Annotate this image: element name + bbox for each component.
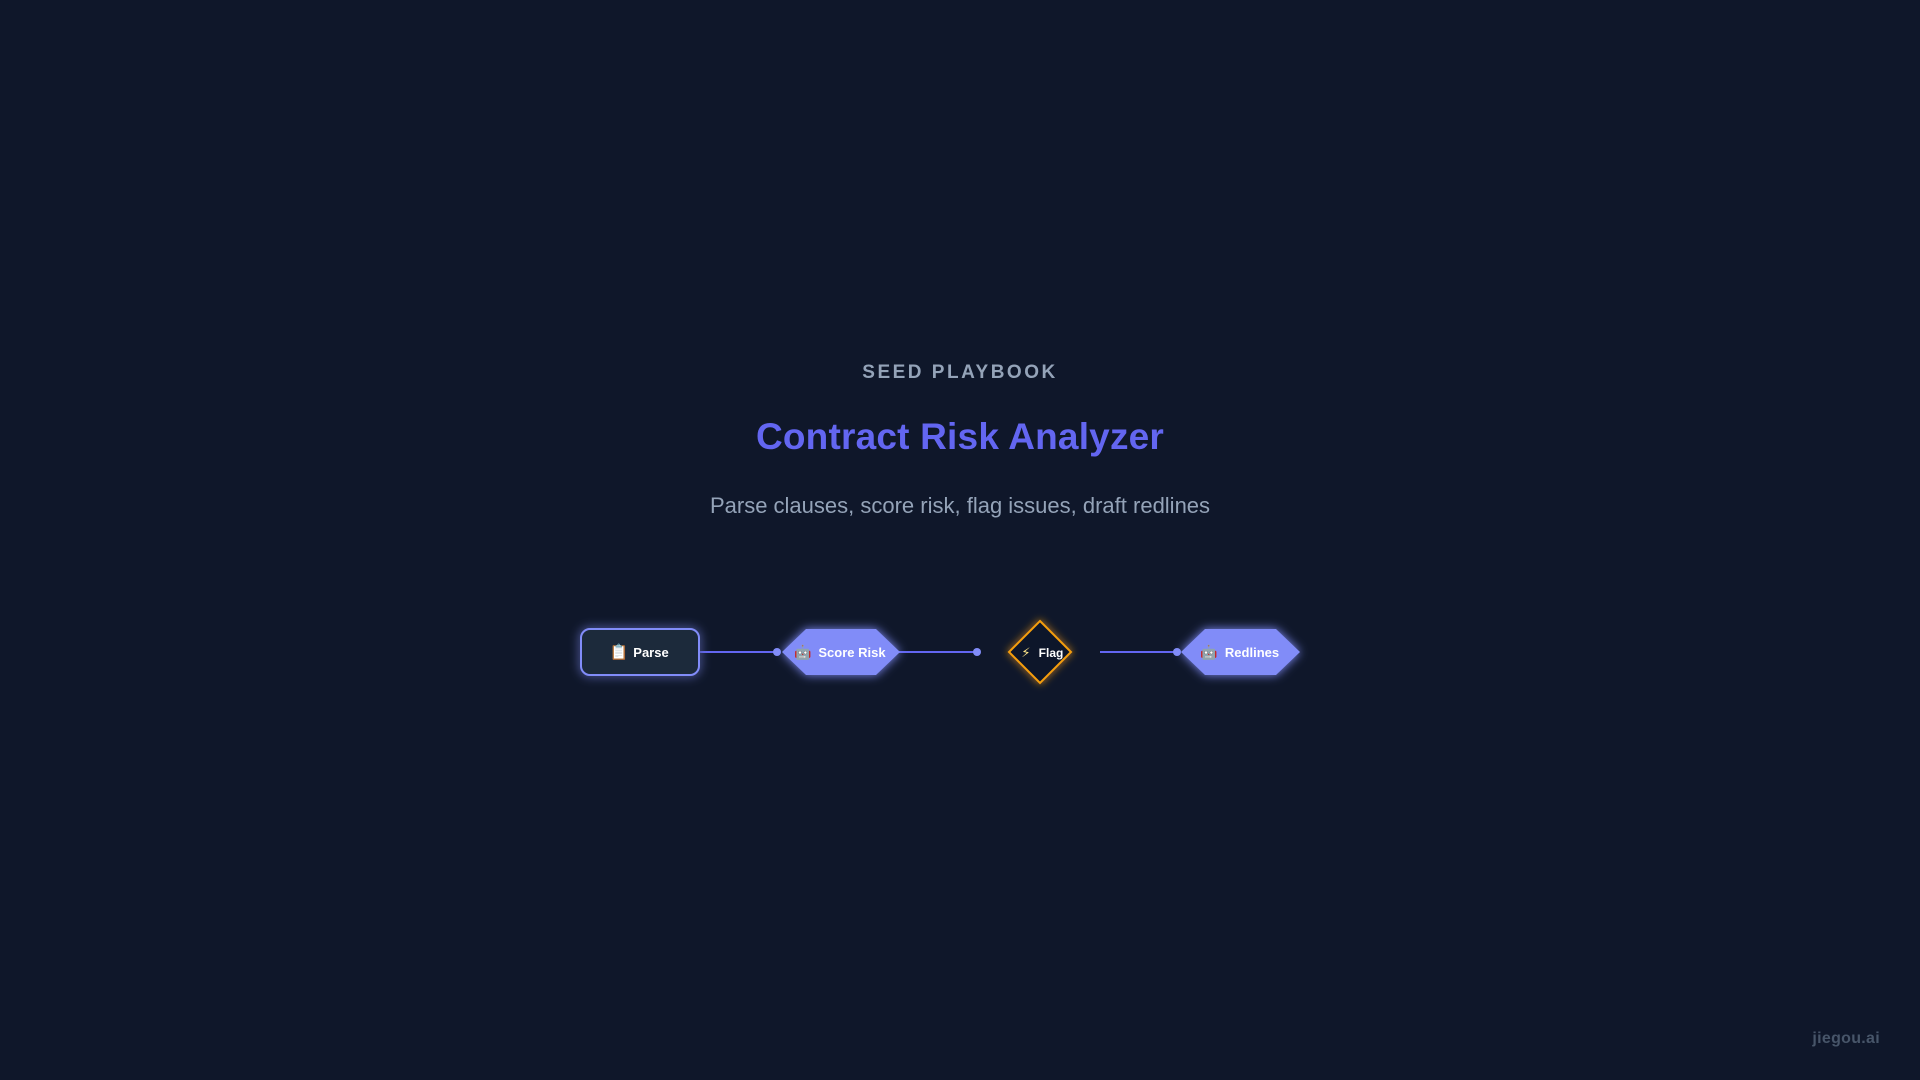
node-flag[interactable]: ⚡ Flag bbox=[1007, 619, 1073, 685]
page-title: Contract Risk Analyzer bbox=[755, 416, 1165, 457]
connector-score-flag bbox=[899, 648, 981, 656]
node-redlines-label: Redlines bbox=[1225, 645, 1279, 660]
lightning-icon: ⚡ bbox=[1021, 646, 1030, 661]
node-redlines[interactable]: 🤖 Redlines bbox=[1181, 629, 1300, 675]
eyebrow-label: SEED PLAYBOOK bbox=[862, 362, 1058, 383]
robot-icon: 🤖 bbox=[1200, 644, 1217, 661]
node-score-risk-label: Score Risk bbox=[818, 645, 886, 660]
node-flag-label: Flag bbox=[1039, 646, 1064, 660]
brand-watermark: jiegou.ai bbox=[1812, 1030, 1880, 1047]
page-subtitle: Parse clauses, score risk, flag issues, … bbox=[709, 493, 1211, 518]
connector-flag-redlines bbox=[1100, 648, 1181, 656]
node-score-risk[interactable]: 🤖 Score Risk bbox=[782, 629, 900, 675]
robot-icon: 🤖 bbox=[794, 644, 811, 661]
connector-parse-score bbox=[700, 648, 781, 656]
node-parse-label: Parse bbox=[633, 645, 668, 660]
node-parse[interactable]: 📋 Parse bbox=[580, 628, 700, 676]
clipboard-icon: 📋 bbox=[610, 643, 629, 661]
